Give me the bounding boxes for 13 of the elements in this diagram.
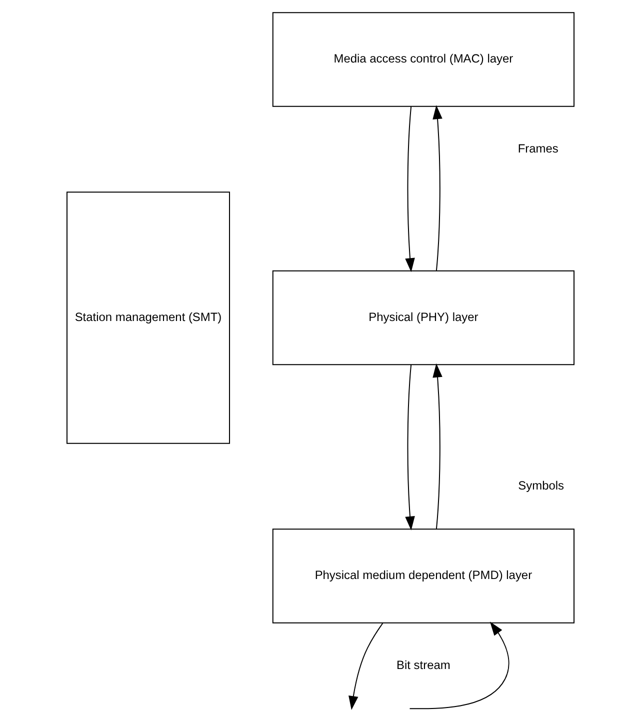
node-box: Physical medium dependent (PMD) layer [272, 528, 574, 624]
node-box: Physical (PHY) layer [272, 270, 574, 366]
label: Symbols [518, 478, 564, 492]
label: Bit stream [396, 658, 450, 672]
node-box: Station management (SMT) [66, 192, 230, 444]
arrow [405, 364, 415, 530]
arrow [432, 105, 442, 272]
arrow [432, 363, 442, 530]
label: Frames [518, 141, 558, 156]
node-box: Media access control (MAC) layer [272, 12, 574, 107]
arrow [405, 106, 415, 272]
arrow [348, 622, 384, 710]
arrow [409, 622, 510, 710]
